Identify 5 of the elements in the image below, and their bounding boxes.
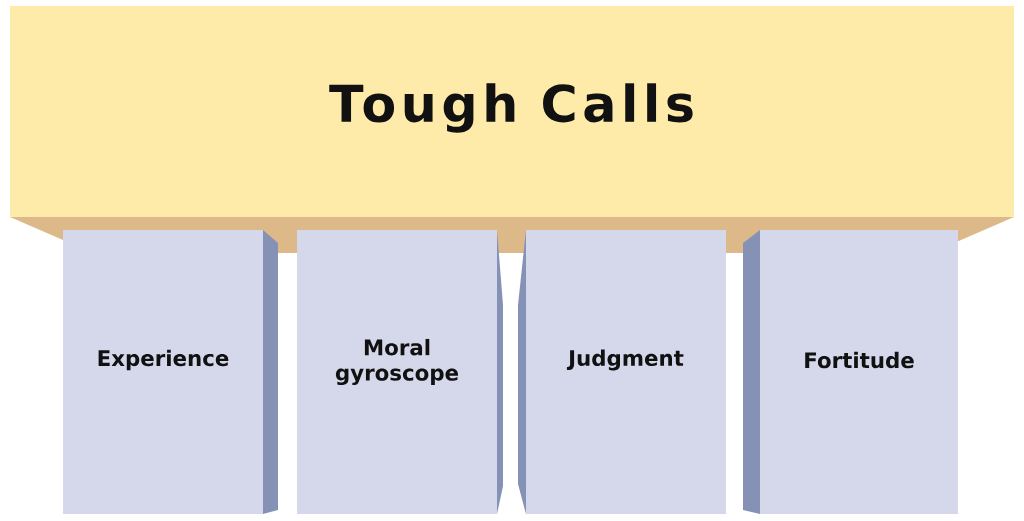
pillar: Judgment [518, 230, 726, 514]
pillar: Moral gyroscope [297, 230, 503, 514]
beam: Tough Calls [10, 6, 1014, 253]
pillar: Experience [63, 230, 278, 514]
pillar: Fortitude [743, 230, 958, 514]
